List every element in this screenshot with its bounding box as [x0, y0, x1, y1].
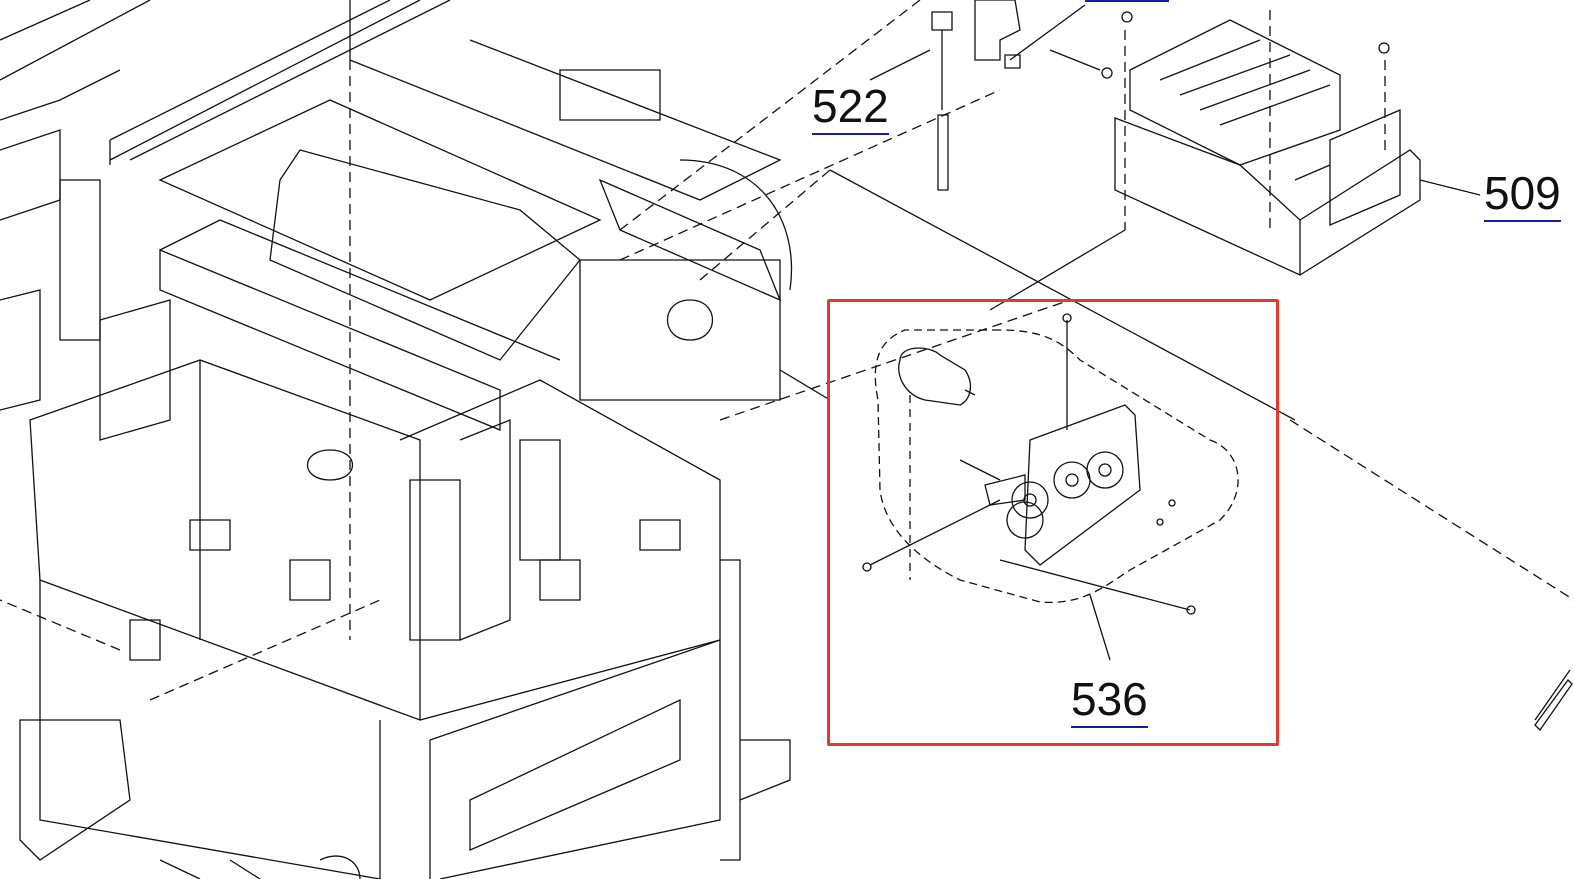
- connector-522: [931, 0, 1021, 191]
- leader-lines: [0, 0, 1574, 701]
- leader-lines-solid: [779, 4, 1571, 721]
- callout-536[interactable]: 536: [1071, 676, 1148, 728]
- offscreen-callout-underline[interactable]: [1085, 0, 1169, 2]
- callout-522[interactable]: 522: [812, 83, 889, 135]
- cable-part: [1534, 679, 1573, 732]
- assembly-509: [1101, 11, 1421, 277]
- motor-assembly-536: [862, 313, 1239, 661]
- printer-chassis: [0, 0, 793, 879]
- highlight-box-536: [827, 299, 1279, 746]
- callout-509[interactable]: 509: [1484, 170, 1561, 222]
